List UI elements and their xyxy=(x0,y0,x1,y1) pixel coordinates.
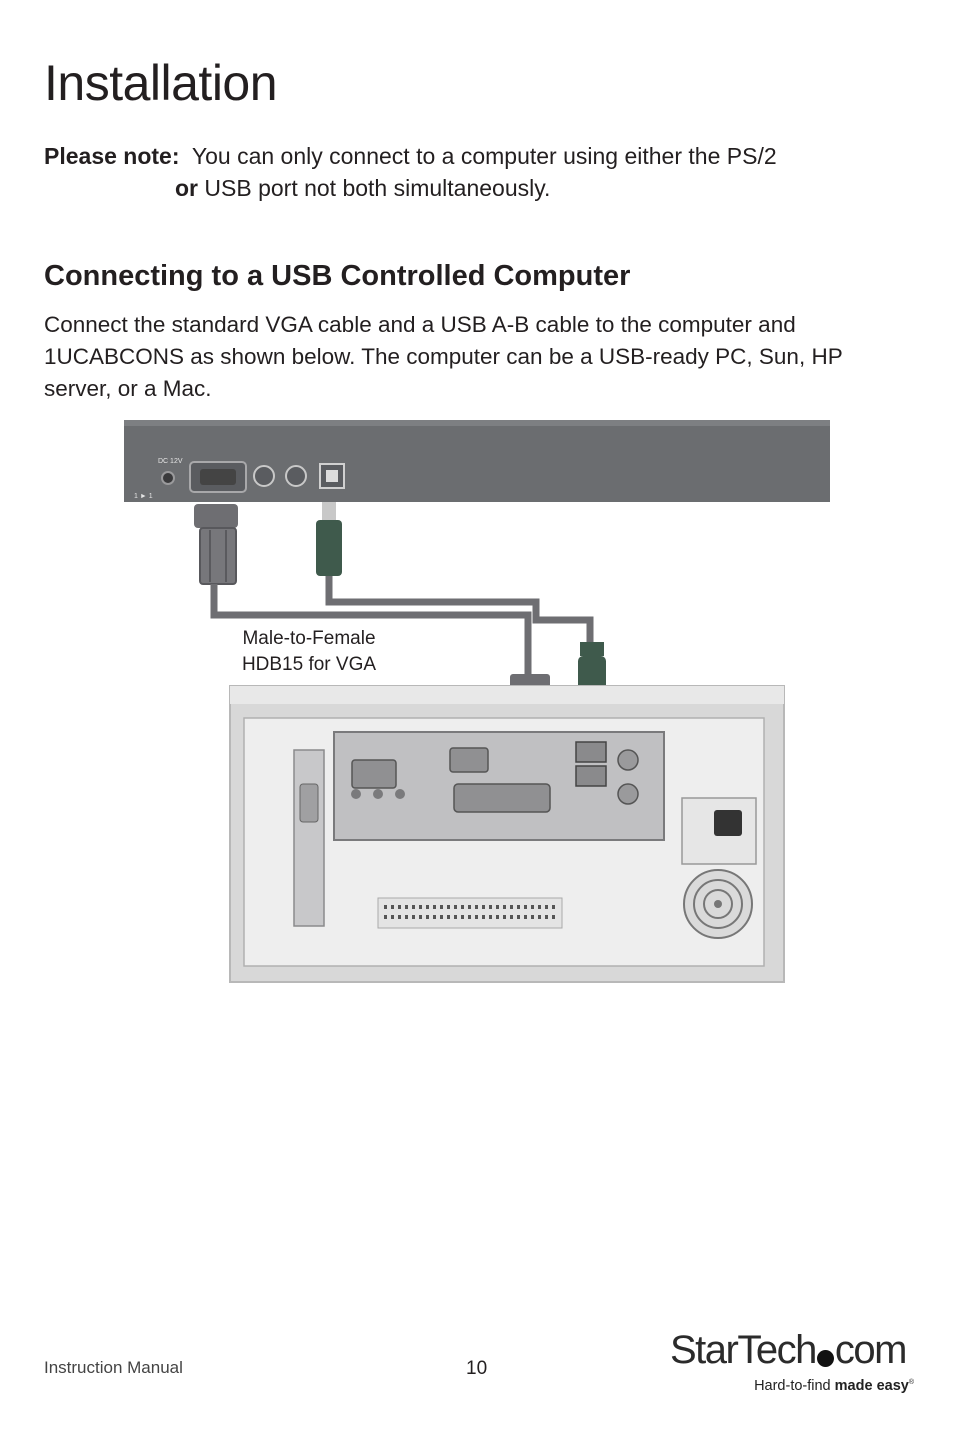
usb-a-plug-neck xyxy=(580,642,604,656)
logo-brand-part2: com xyxy=(834,1328,908,1372)
vent-holes xyxy=(377,897,563,929)
connection-diagram-drawing: DC 12V 1 ► 1 xyxy=(124,420,830,986)
vga-cable-line xyxy=(210,584,532,676)
logo-brand: StarTech com xyxy=(670,1326,908,1374)
note-text-2: USB port not both simultaneously. xyxy=(198,175,551,201)
expansion-card-port xyxy=(299,783,319,823)
startech-logo: StarTech com Hard-to-find made easy® xyxy=(670,1326,920,1401)
console-ps2-port-2 xyxy=(285,465,307,487)
expansion-slot xyxy=(293,749,325,927)
page-number: 10 xyxy=(466,1358,488,1379)
note-label: Please note: xyxy=(44,143,180,169)
console-vga-socket xyxy=(200,469,236,485)
usb-b-plug-tip xyxy=(322,502,336,522)
vga-cable-label-line-2: HDB15 for VGA xyxy=(241,654,377,675)
pc-usb-port-1 xyxy=(575,741,607,763)
note-or: or xyxy=(175,175,198,201)
footer-manual-label: Instruction Manual xyxy=(44,1358,183,1377)
note-block: Please note: You can only connect to a c… xyxy=(44,140,924,204)
usb-b-plug-body xyxy=(316,520,342,576)
computer-rear xyxy=(229,685,785,983)
kvm-console: DC 12V 1 ► 1 xyxy=(124,420,830,502)
logo-registered-mark: ® xyxy=(908,1379,914,1387)
console-top-edge xyxy=(124,420,830,426)
pc-ps2-port-2 xyxy=(617,783,639,805)
vga-plug-body xyxy=(199,527,237,585)
body-paragraph: Connect the standard VGA cable and a USB… xyxy=(44,312,843,401)
power-jack-icon xyxy=(161,471,175,485)
vga-plug-upper xyxy=(194,504,238,528)
console-usb-b-socket xyxy=(326,470,338,482)
note-line-1: Please note: You can only connect to a c… xyxy=(44,140,924,172)
pc-serial-port xyxy=(351,759,397,789)
logo-dot-icon xyxy=(816,1350,834,1367)
power-supply-panel xyxy=(681,797,757,865)
page-title: Installation xyxy=(44,55,278,111)
section-title: Connecting to a USB Controlled Computer xyxy=(44,260,631,292)
pc-ps2-port-1 xyxy=(617,749,639,771)
pc-usb-port-2 xyxy=(575,765,607,787)
computer-top-rail xyxy=(230,686,784,704)
console-port-label: 1 ► 1 xyxy=(134,493,153,500)
power-inlet-icon xyxy=(714,810,742,836)
connection-diagram: DC 12V 1 ► 1 xyxy=(124,420,830,986)
note-line-2: or USB port not both simultaneously. xyxy=(44,172,924,204)
logo-tagline-light: Hard-to-find xyxy=(754,1378,835,1394)
usb-cable-line xyxy=(325,576,594,642)
pc-vga-port xyxy=(449,747,489,773)
logo-tagline: Hard-to-find made easy® xyxy=(754,1378,914,1394)
logo-brand-part1: StarTech xyxy=(670,1328,817,1372)
vga-cable-label: Male-to-Female HDB15 for VGA xyxy=(224,626,394,678)
pc-parallel-port xyxy=(453,783,551,813)
power-label: DC 12V xyxy=(158,458,183,465)
logo-tagline-bold: made easy xyxy=(834,1378,909,1394)
console-ps2-port-1 xyxy=(253,465,275,487)
note-text-1: You can only connect to a computer using… xyxy=(191,143,777,169)
vga-cable-label-line-1: Male-to-Female xyxy=(242,628,376,649)
